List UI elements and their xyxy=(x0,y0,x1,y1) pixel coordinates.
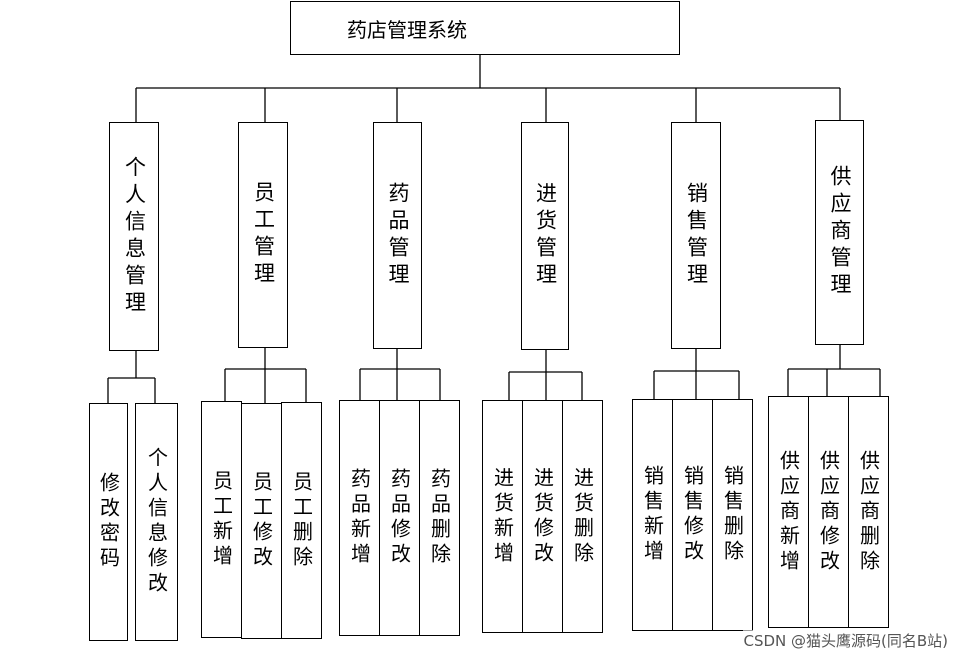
module-label: 药品管理 xyxy=(386,181,410,290)
root-label: 药店管理系统 xyxy=(347,17,467,42)
leaf-drug-delete: 药品删除 xyxy=(419,400,460,636)
leaf-sales-delete: 销售删除 xyxy=(712,399,753,631)
leaf-label: 供应商新增 xyxy=(776,449,801,575)
leaf-label: 销售修改 xyxy=(680,465,705,565)
leaf-change-password: 修改密码 xyxy=(89,403,128,641)
watermark: CSDN @猫头鹰源码(同名B站) xyxy=(743,630,948,651)
leaf-label: 药品修改 xyxy=(387,468,412,568)
leaf-supplier-add: 供应商新增 xyxy=(768,396,809,628)
leaf-purchase-add: 进货新增 xyxy=(482,400,523,633)
leaf-label: 销售新增 xyxy=(640,465,665,565)
module-supplier: 供应商管理 xyxy=(815,120,864,345)
module-drugs: 药品管理 xyxy=(373,122,422,349)
leaf-purchase-delete: 进货删除 xyxy=(562,400,603,633)
module-label: 员工管理 xyxy=(251,181,276,289)
module-label: 供应商管理 xyxy=(828,165,852,300)
leaf-sales-add: 销售新增 xyxy=(632,399,673,631)
leaf-label: 药品删除 xyxy=(427,468,452,568)
leaf-supplier-delete: 供应商删除 xyxy=(848,396,889,628)
leaf-supplier-edit: 供应商修改 xyxy=(808,396,849,628)
leaf-drug-add: 药品新增 xyxy=(339,400,380,636)
module-sales: 销售管理 xyxy=(671,122,721,349)
leaf-label: 进货新增 xyxy=(490,466,515,567)
module-label: 销售管理 xyxy=(684,181,709,290)
leaf-label: 修改密码 xyxy=(96,472,121,572)
module-personal-info: 个人信息管理 xyxy=(109,122,159,351)
leaf-drug-edit: 药品修改 xyxy=(379,400,420,636)
leaf-label: 个人信息修改 xyxy=(144,447,169,597)
module-label: 个人信息管理 xyxy=(122,155,147,318)
leaf-label: 供应商删除 xyxy=(856,449,881,575)
leaf-label: 供应商修改 xyxy=(816,449,841,575)
leaf-sales-edit: 销售修改 xyxy=(672,399,713,631)
leaf-label: 进货修改 xyxy=(530,466,555,567)
leaf-label: 员工删除 xyxy=(289,470,314,571)
leaf-label: 进货删除 xyxy=(570,466,595,567)
leaf-staff-edit: 员工修改 xyxy=(241,403,282,639)
leaf-staff-add: 员工新增 xyxy=(201,401,242,638)
leaf-edit-personal-info: 个人信息修改 xyxy=(135,403,178,641)
leaf-label: 药品新增 xyxy=(347,468,372,568)
leaf-staff-delete: 员工删除 xyxy=(281,402,322,639)
module-label: 进货管理 xyxy=(533,182,558,290)
module-staff: 员工管理 xyxy=(238,122,288,348)
leaf-label: 销售删除 xyxy=(720,465,745,565)
leaf-label: 员工新增 xyxy=(209,469,234,570)
module-purchase: 进货管理 xyxy=(521,122,569,350)
root-node: 药店管理系统 xyxy=(290,1,680,55)
leaf-purchase-edit: 进货修改 xyxy=(522,400,563,633)
leaf-label: 员工修改 xyxy=(249,471,274,571)
